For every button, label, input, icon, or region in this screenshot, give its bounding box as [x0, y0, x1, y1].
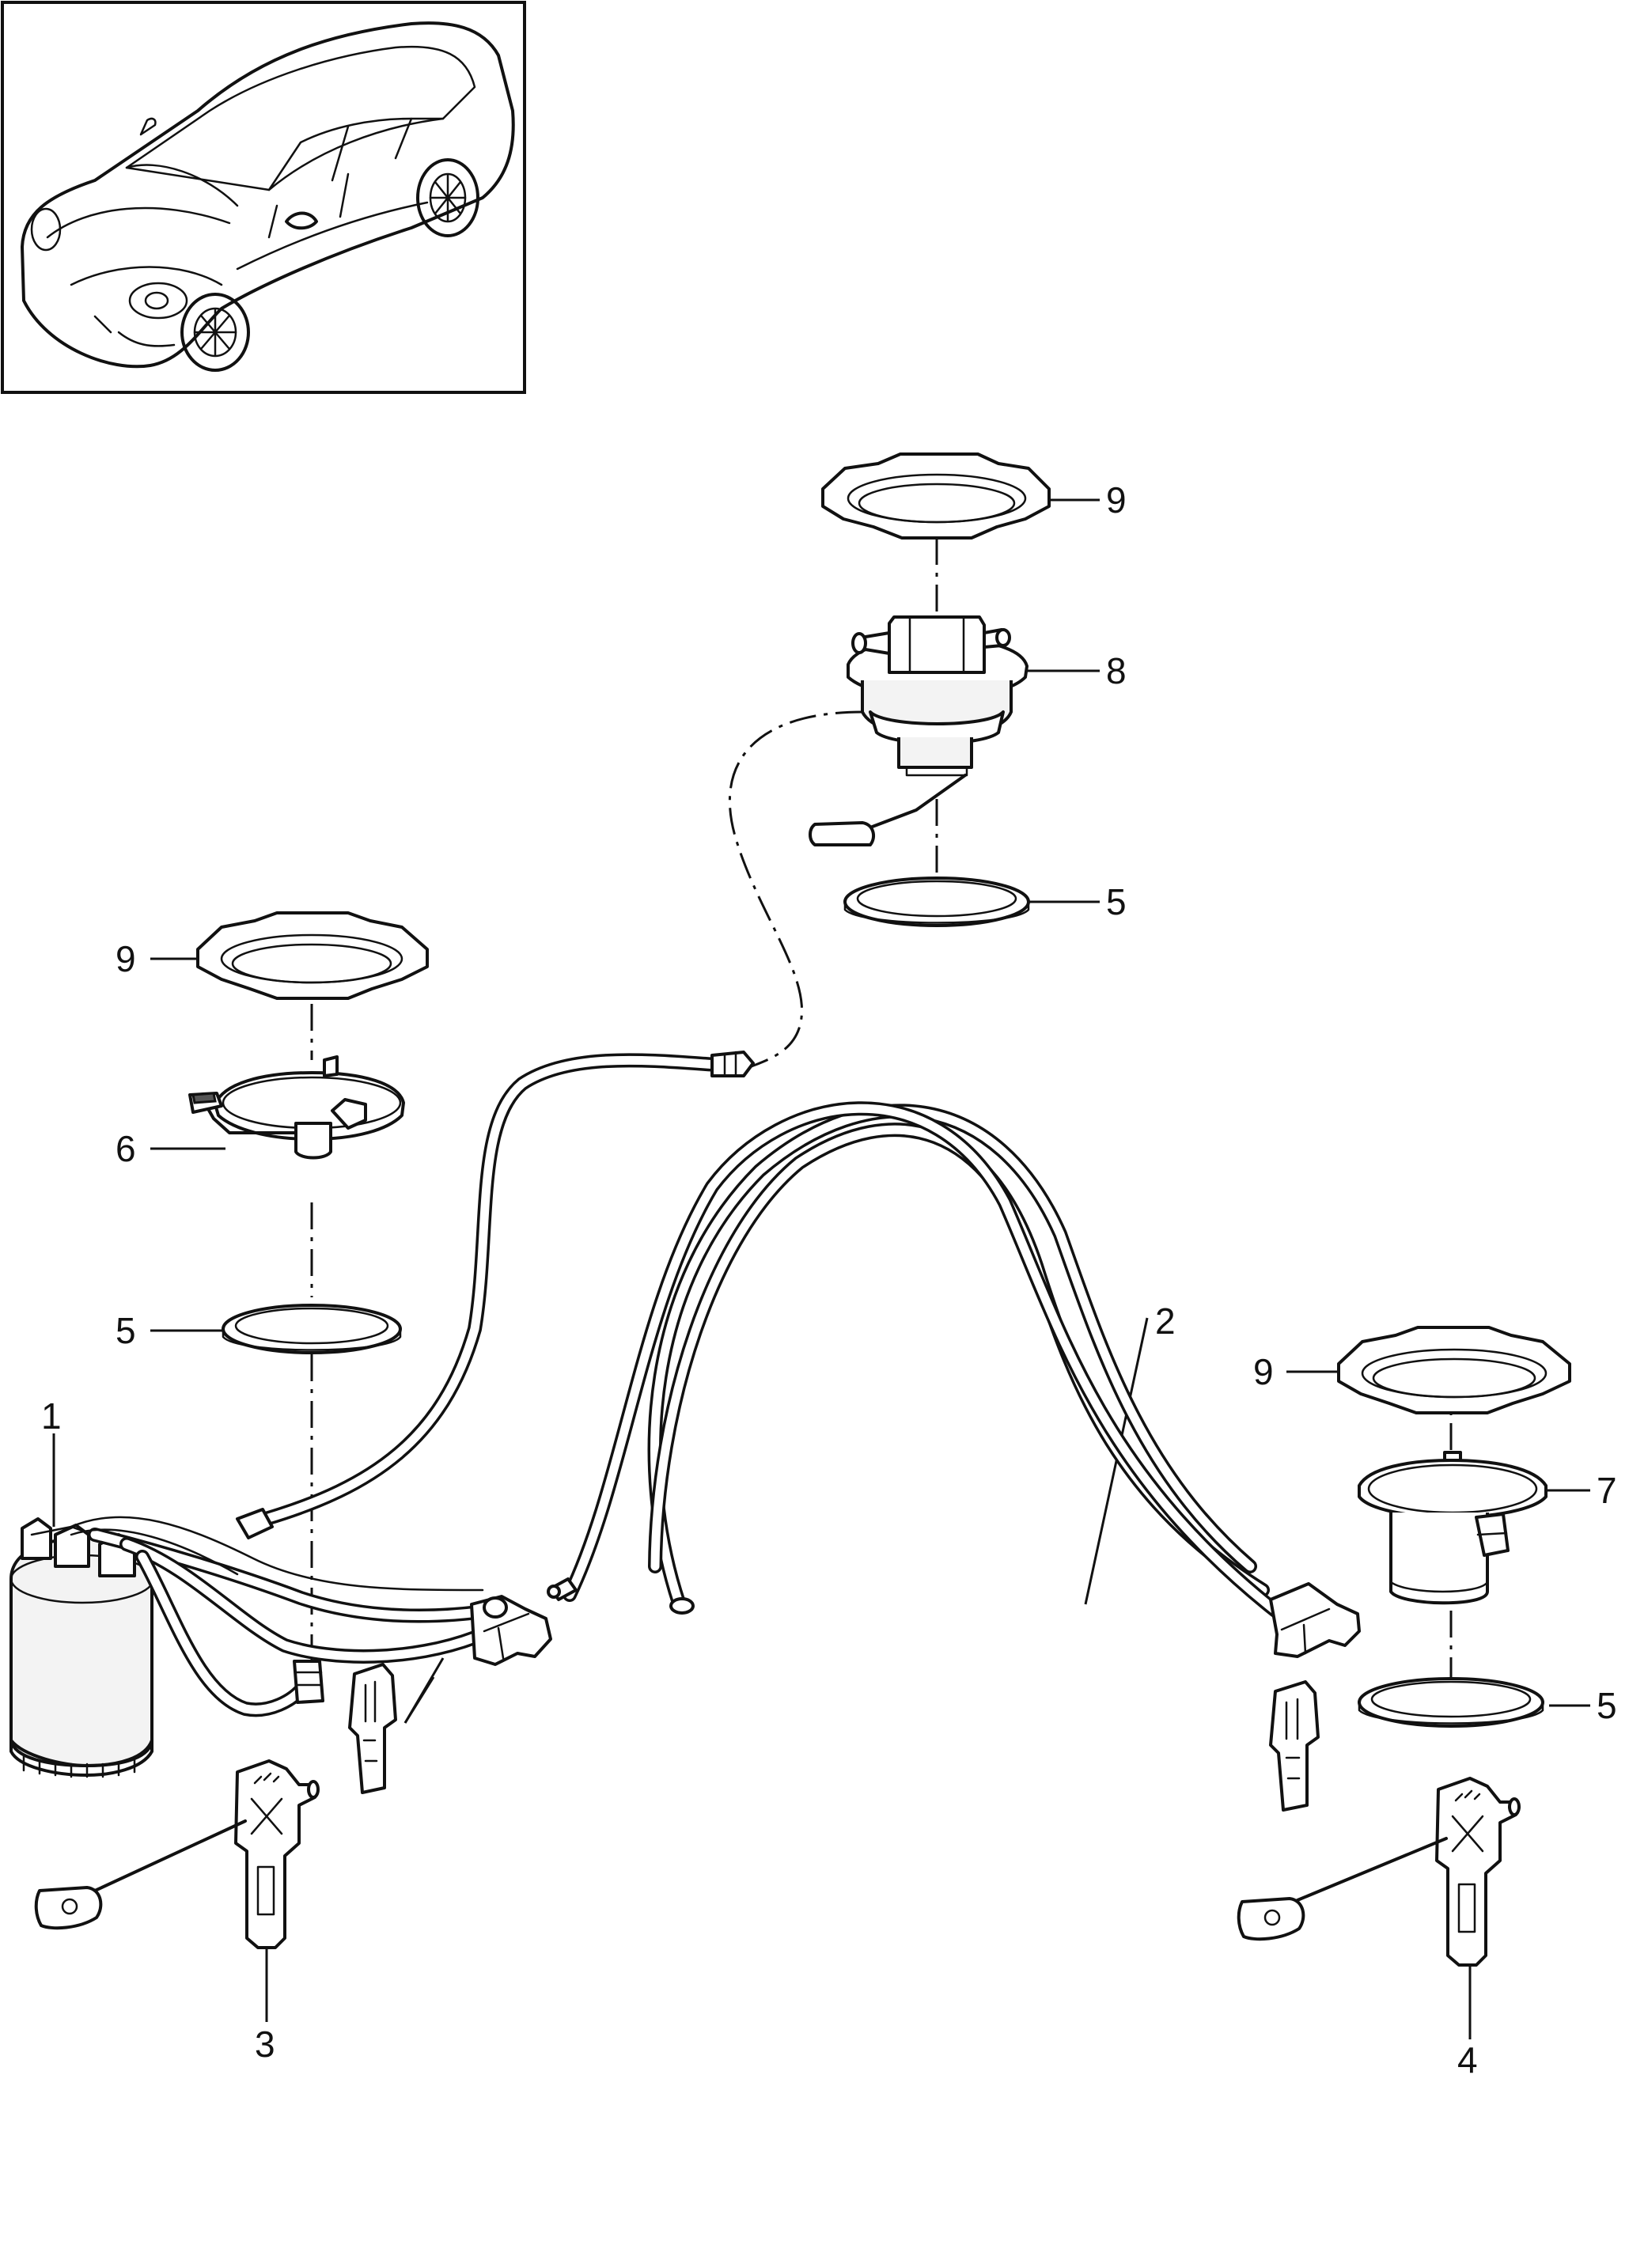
callout-7: 7 [1597, 1470, 1617, 1511]
car-icon [21, 21, 515, 372]
seal-ring-top [843, 877, 1030, 927]
level-sensor-right [1237, 1777, 1521, 1967]
callout-9-top: 9 [1106, 479, 1127, 521]
level-sensor-left [34, 1759, 320, 1949]
vehicle-thumbnail [1, 1, 526, 394]
fuel-flange-right [1358, 1451, 1548, 1605]
callout-5-left: 5 [116, 1310, 136, 1351]
fuel-flange-top [809, 615, 1029, 846]
callout-labels: 9 8 5 9 6 5 2 9 1 7 5 3 4 [41, 479, 1617, 2081]
callout-5-top: 5 [1106, 881, 1127, 922]
locking-ring-right [1337, 1326, 1571, 1414]
locking-ring-left [196, 911, 429, 1000]
connector-clip-left [348, 1663, 397, 1794]
seal-ring-right [1358, 1677, 1544, 1728]
fuel-pump-module [9, 1516, 552, 1778]
seal-ring-left [222, 1304, 402, 1354]
callout-9-right: 9 [1253, 1351, 1274, 1392]
callout-9-left: 9 [116, 938, 136, 979]
callout-3: 3 [255, 2024, 275, 2065]
callout-6: 6 [116, 1128, 136, 1169]
hose-coupling-right [1269, 1582, 1361, 1658]
locking-ring-top [821, 452, 1051, 540]
callout-1: 1 [41, 1395, 62, 1437]
fuel-supply-hose [236, 1051, 755, 1539]
callout-2: 2 [1155, 1301, 1176, 1342]
fuel-hose-bundle [547, 1101, 1282, 1618]
callout-8: 8 [1106, 650, 1127, 691]
fuel-flange-left [188, 1055, 405, 1160]
callout-5-right: 5 [1597, 1685, 1617, 1726]
connector-clip-right [1269, 1680, 1320, 1812]
callout-4: 4 [1457, 2039, 1478, 2081]
